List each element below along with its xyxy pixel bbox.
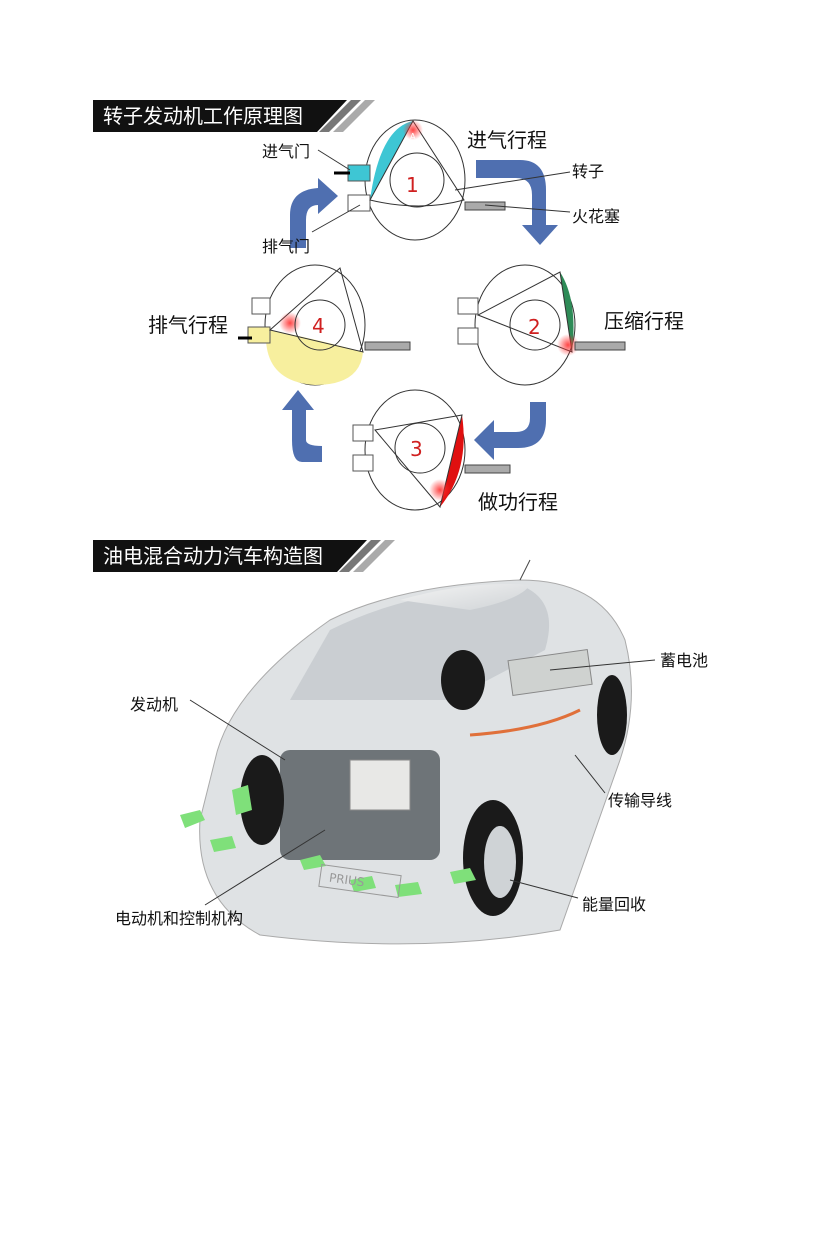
step-number-3: 3 [410,437,423,461]
step-number-4: 4 [312,314,325,338]
label-intake-stroke: 进气行程 [467,128,547,152]
apex-mark: A [410,132,416,141]
label-intake-valve: 进气门 [262,142,311,161]
arrow-power-to-exhaust [282,390,322,462]
label-motor-control: 电动机和控制机构 [115,909,244,928]
rotor-stage-4 [238,264,411,386]
hybrid-car-illustration [180,559,632,945]
label-compression-stroke: 压缩行程 [604,309,684,333]
hybrid-section-title-bar: 油电混合动力汽车构造图 [93,540,397,572]
rotor-stage-1 [334,119,506,241]
cycle-arrows [282,160,558,462]
step-number-2: 2 [528,315,541,339]
label-rotor: 转子 [572,162,605,181]
arrow-compression-to-power [474,402,546,460]
title-stripe-decoration [337,540,395,572]
step-number-1: 1 [406,173,419,197]
rotary-section-title: 转子发动机工作原理图 [93,100,317,132]
label-spark-plug: 火花塞 [572,207,621,226]
label-engine: 发动机 [130,695,179,714]
label-battery: 蓄电池 [660,651,709,670]
rotor-stage-3 [352,389,511,511]
label-cable: 传输导线 [608,791,673,810]
hybrid-section-title: 油电混合动力汽车构造图 [93,540,337,572]
label-exhaust-valve: 排气门 [262,237,311,256]
rotor-stage-2 [457,264,626,386]
title-stripe-decoration [317,100,375,132]
label-power-stroke: 做功行程 [478,490,558,514]
arrow-exhaust-to-intake [290,178,338,248]
arrow-intake-to-compression [476,160,558,245]
label-energy-recovery: 能量回收 [582,895,647,914]
label-exhaust-stroke: 排气行程 [148,313,228,337]
rotary-section-title-bar: 转子发动机工作原理图 [93,100,377,132]
